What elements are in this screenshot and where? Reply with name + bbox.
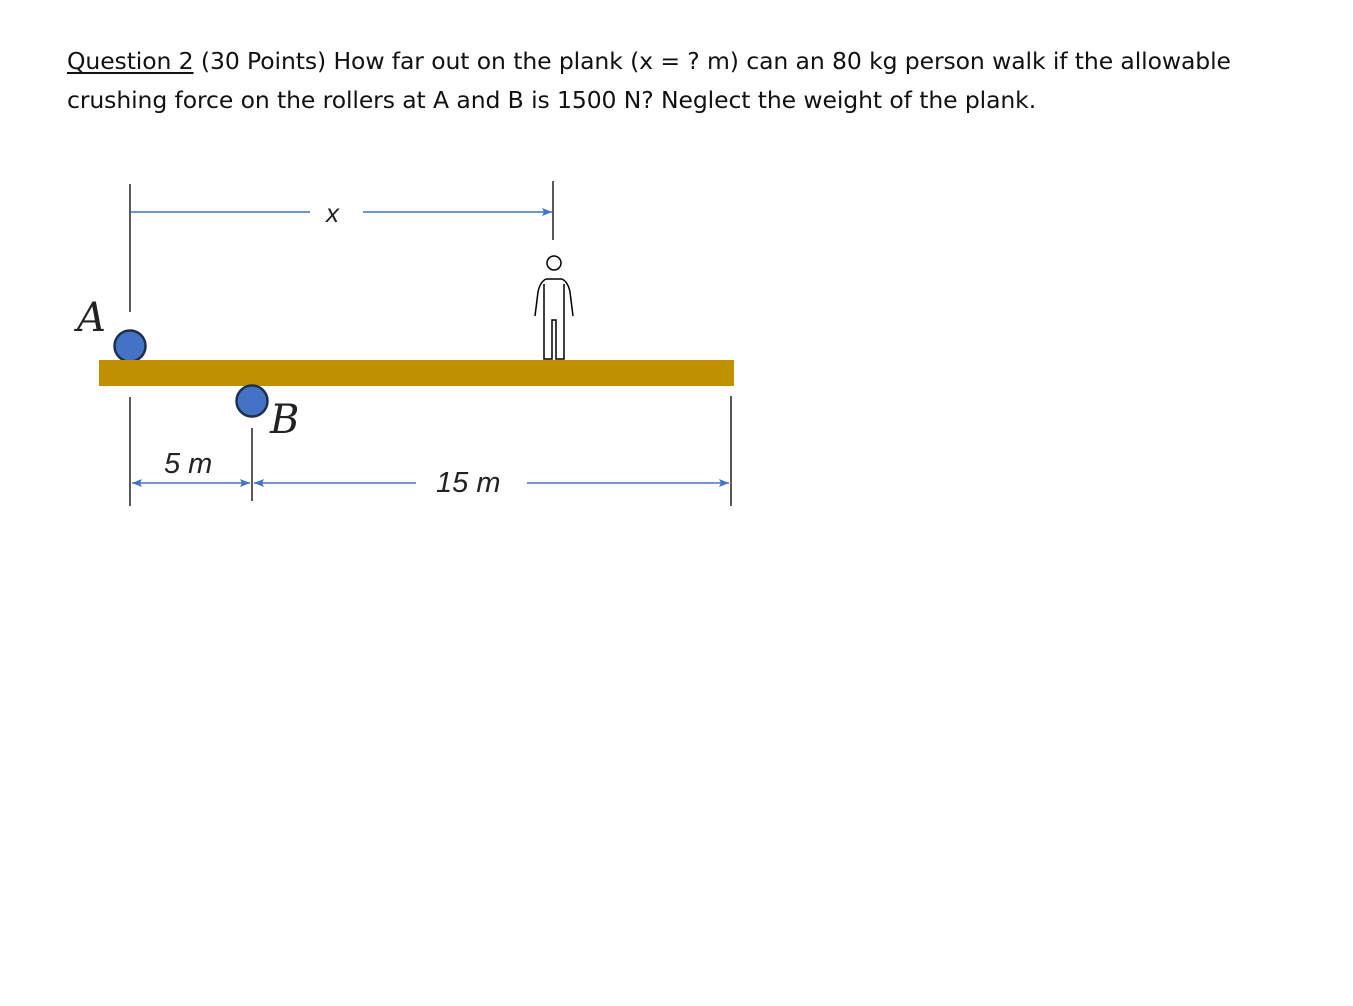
question-text: Question 2 (30 Points) How far out on th… [67,42,1267,120]
support-b-label: B [269,397,299,443]
question-body: (30 Points) How far out on the plank (x … [67,47,1231,114]
question-number: Question 2 [67,47,194,75]
roller-a [113,329,147,363]
dimension-x-label: x [324,198,340,228]
roller-b [235,384,269,418]
dimension-15m-label: 15 m [436,467,500,499]
person-icon [534,255,574,360]
support-a-label: A [73,295,106,341]
plank [99,360,734,386]
dimension-5m-label: 5 m [164,448,212,480]
